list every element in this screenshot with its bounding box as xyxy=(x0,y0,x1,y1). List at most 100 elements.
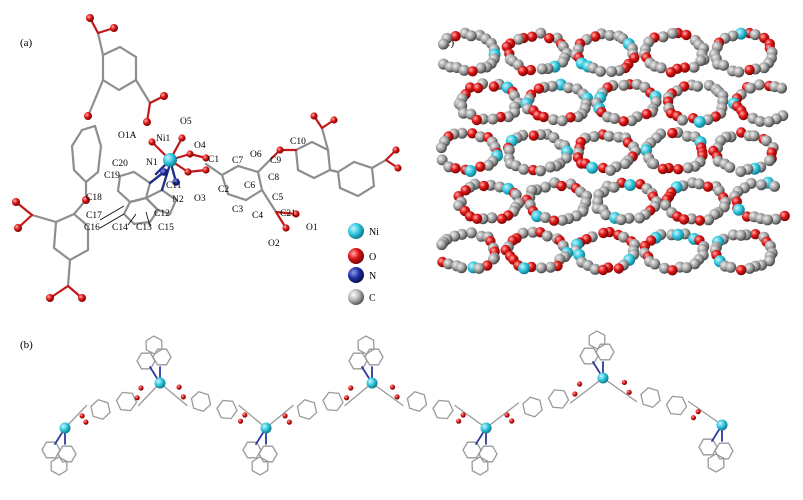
atom xyxy=(138,385,144,391)
nickel-atom xyxy=(716,419,728,431)
atom-sphere xyxy=(538,111,549,123)
aromatic-ring xyxy=(296,398,318,421)
phenoxy-linker xyxy=(70,124,103,202)
legend-label-n: N xyxy=(369,271,376,282)
atom-sphere xyxy=(619,158,631,170)
aromatic-ring xyxy=(145,335,163,355)
atom-sphere xyxy=(694,215,705,226)
atom-sphere xyxy=(615,214,627,226)
atom-sphere xyxy=(450,163,461,174)
atom-sphere xyxy=(681,262,693,274)
atom-sphere xyxy=(597,264,609,276)
atom-sphere xyxy=(626,115,638,127)
atom-sphere xyxy=(702,181,714,192)
atom-sphere xyxy=(518,163,530,175)
atom-sphere xyxy=(556,115,568,127)
atom-sphere xyxy=(589,263,601,275)
atom xyxy=(343,395,350,401)
bottom-isophthalate xyxy=(14,198,90,300)
legend-item-c: C xyxy=(348,289,376,305)
atom-sphere xyxy=(590,31,601,42)
atom-sphere xyxy=(608,181,620,193)
atom-sphere xyxy=(539,181,551,193)
aromatic-ring xyxy=(251,456,269,476)
bond xyxy=(238,404,267,429)
atom-sphere xyxy=(657,31,669,43)
aromatic-ring xyxy=(242,441,262,459)
label-C16: C16 xyxy=(84,223,100,233)
aromatic-ring xyxy=(406,390,428,413)
atom-sphere xyxy=(749,29,761,41)
legend-swatch-o xyxy=(348,248,364,264)
atom-sphere xyxy=(667,27,678,39)
atom-sphere xyxy=(735,229,747,241)
atom-sphere xyxy=(681,29,692,41)
aromatic-ring xyxy=(478,445,498,463)
legend-label-ni: Ni xyxy=(369,227,379,238)
bond xyxy=(371,382,404,407)
atom-sphere xyxy=(641,108,652,120)
aromatic-ring xyxy=(216,399,238,420)
atom xyxy=(286,419,292,425)
atom xyxy=(394,394,400,400)
aromatic-ring xyxy=(471,456,489,476)
atom-sphere xyxy=(634,212,645,224)
label-C9: C9 xyxy=(270,156,281,166)
atom xyxy=(389,384,396,390)
legend-swatch-n xyxy=(348,267,364,283)
atom-sphere xyxy=(443,258,454,270)
label-N2: N2 xyxy=(172,195,184,205)
atom xyxy=(180,394,186,400)
atom-sphere xyxy=(460,185,471,196)
atom-sphere xyxy=(657,163,669,175)
atom-sphere xyxy=(513,33,525,45)
label-C2: C2 xyxy=(218,185,229,195)
panel-a-asymmetric-unit: (a) xyxy=(12,14,402,305)
atom-sphere xyxy=(435,142,447,154)
label-C17: C17 xyxy=(86,211,102,221)
atom-sphere xyxy=(545,261,556,273)
atom-sphere xyxy=(436,239,448,251)
label-Ni1: Ni1 xyxy=(156,134,171,144)
atom-sphere xyxy=(760,135,772,147)
label-O5: O5 xyxy=(180,117,192,127)
aromatic-ring xyxy=(595,343,615,361)
label-C21: C21 xyxy=(280,209,296,219)
atom-sphere xyxy=(693,115,706,128)
atom xyxy=(348,385,354,391)
label-C19: C19 xyxy=(104,171,120,181)
label-O6: O6 xyxy=(250,150,262,160)
aromatic-ring xyxy=(348,352,368,370)
atom-sphere xyxy=(528,130,539,141)
atom-sphere xyxy=(764,155,776,167)
aromatic-ring xyxy=(50,456,68,476)
aromatic-ring xyxy=(258,445,278,463)
atom-sphere xyxy=(473,262,485,274)
atom-sphere xyxy=(665,67,677,78)
bond xyxy=(344,382,373,407)
atom xyxy=(695,409,701,415)
atom xyxy=(509,418,515,424)
atom xyxy=(456,418,462,424)
atom-sphere xyxy=(688,61,700,73)
atom-sphere xyxy=(603,130,615,142)
atom-sphere xyxy=(488,81,500,92)
atom-sphere xyxy=(624,179,637,191)
atom-sphere xyxy=(776,82,788,94)
atom-sphere xyxy=(750,229,761,240)
atom xyxy=(572,391,578,397)
aromatic-ring xyxy=(90,398,111,421)
atom-sphere xyxy=(486,212,498,224)
atom-sphere xyxy=(605,164,616,176)
atom-sphere xyxy=(769,180,780,192)
atom-sphere xyxy=(496,213,508,224)
atom-sphere xyxy=(475,62,487,74)
atom-sphere xyxy=(465,227,477,239)
label-O1: O1 xyxy=(306,223,318,233)
bond xyxy=(265,404,294,429)
atom-sphere xyxy=(618,79,630,91)
atom-sphere xyxy=(556,214,568,226)
atom-sphere xyxy=(556,180,567,192)
aromatic-ring xyxy=(707,453,725,473)
